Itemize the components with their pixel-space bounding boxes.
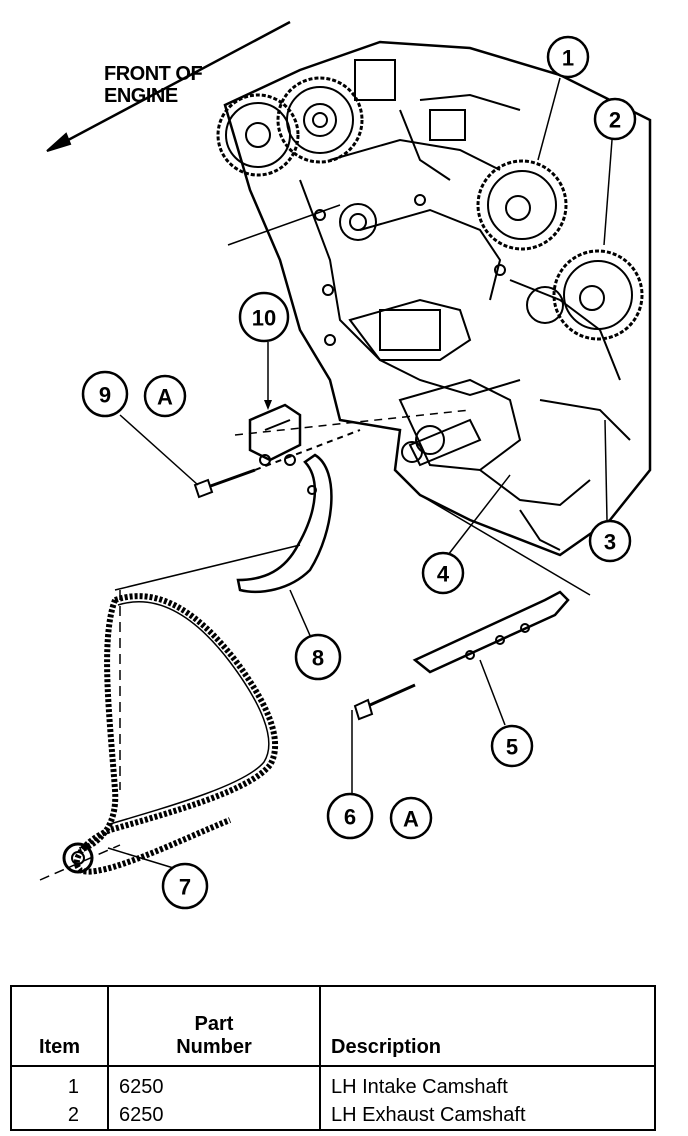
- row-part-number: 6250: [108, 1066, 321, 1101]
- callout-10: 10: [252, 306, 276, 331]
- chain-guide: [412, 590, 570, 674]
- row-part-number: 6250: [108, 1101, 321, 1130]
- engine-block: [223, 40, 652, 557]
- callout-4: 4: [437, 562, 450, 587]
- leader-lines: [107, 77, 613, 871]
- parts-table: Item Part Number Description 1 6250 LH I…: [10, 985, 656, 1131]
- table-row: 1 6250 LH Intake Camshaft: [11, 1066, 655, 1101]
- front-of-engine-label: FRONT OF ENGINE: [104, 63, 203, 107]
- header-item: Item: [11, 986, 109, 1067]
- front-label-line2: ENGINE: [104, 85, 178, 107]
- rh-intake-sprocket: [216, 93, 300, 177]
- parts-table-header: Item Part Number Description: [11, 986, 655, 1067]
- header-part-line1: Part: [194, 1013, 234, 1035]
- callout-2: 2: [609, 108, 621, 133]
- bolt-6: [353, 683, 416, 721]
- crank-area: [401, 418, 482, 467]
- callout-8: 8: [312, 646, 324, 671]
- callouts: [81, 35, 637, 910]
- callout-a-upper: A: [157, 385, 173, 410]
- front-label-line1: FRONT OF: [104, 63, 203, 85]
- callout-5: 5: [506, 735, 518, 760]
- front-arrow: [46, 20, 291, 152]
- callout-3: 3: [604, 530, 616, 555]
- header-description: Description: [320, 986, 655, 1067]
- callout-9: 9: [99, 383, 111, 408]
- row-item: 2: [11, 1101, 109, 1130]
- header-part-line2: Number: [176, 1036, 252, 1058]
- row-item: 1: [11, 1066, 109, 1101]
- timing-chain: [62, 593, 279, 875]
- alignment-lines: [39, 204, 591, 881]
- callout-a-lower: A: [403, 807, 419, 832]
- header-part-number: Part Number: [108, 986, 321, 1067]
- bolt-9: [193, 429, 361, 499]
- rh-exhaust-sprocket: [276, 76, 364, 164]
- table-row: 2 6250 LH Exhaust Camshaft: [11, 1101, 655, 1130]
- callout-7: 7: [179, 875, 191, 900]
- lh-exhaust-sprocket: [552, 249, 644, 341]
- timing-chain-diagram: 1 2 3 4 5 6 A 7 8 9 A 10: [39, 20, 652, 910]
- row-description: LH Exhaust Camshaft: [331, 1103, 526, 1126]
- tensioner: [248, 403, 302, 466]
- callout-6: 6: [344, 805, 356, 830]
- row-description: LH Intake Camshaft: [331, 1075, 508, 1098]
- lh-intake-sprocket: [476, 159, 568, 251]
- callout-1: 1: [562, 46, 574, 71]
- tensioner-arm: [236, 453, 333, 594]
